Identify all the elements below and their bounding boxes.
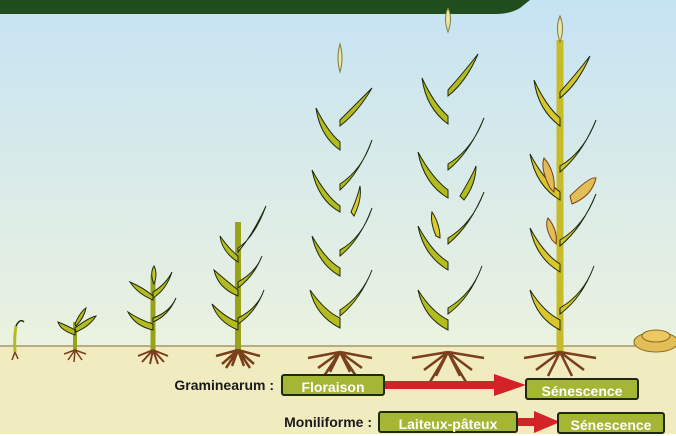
top-banner (0, 0, 530, 14)
stage-label-senescence-graminearum: Sénescence (525, 378, 639, 400)
stage-label-senescence-moniliforme: Sénescence (557, 412, 665, 434)
row-label-graminearum: Graminearum : (150, 374, 274, 396)
stage-label-floraison: Floraison (281, 374, 385, 396)
stage-label-laiteux-pateux: Laiteux-pâteux (378, 411, 518, 433)
row-label-moniliforme: Moniliforme : (250, 411, 372, 433)
